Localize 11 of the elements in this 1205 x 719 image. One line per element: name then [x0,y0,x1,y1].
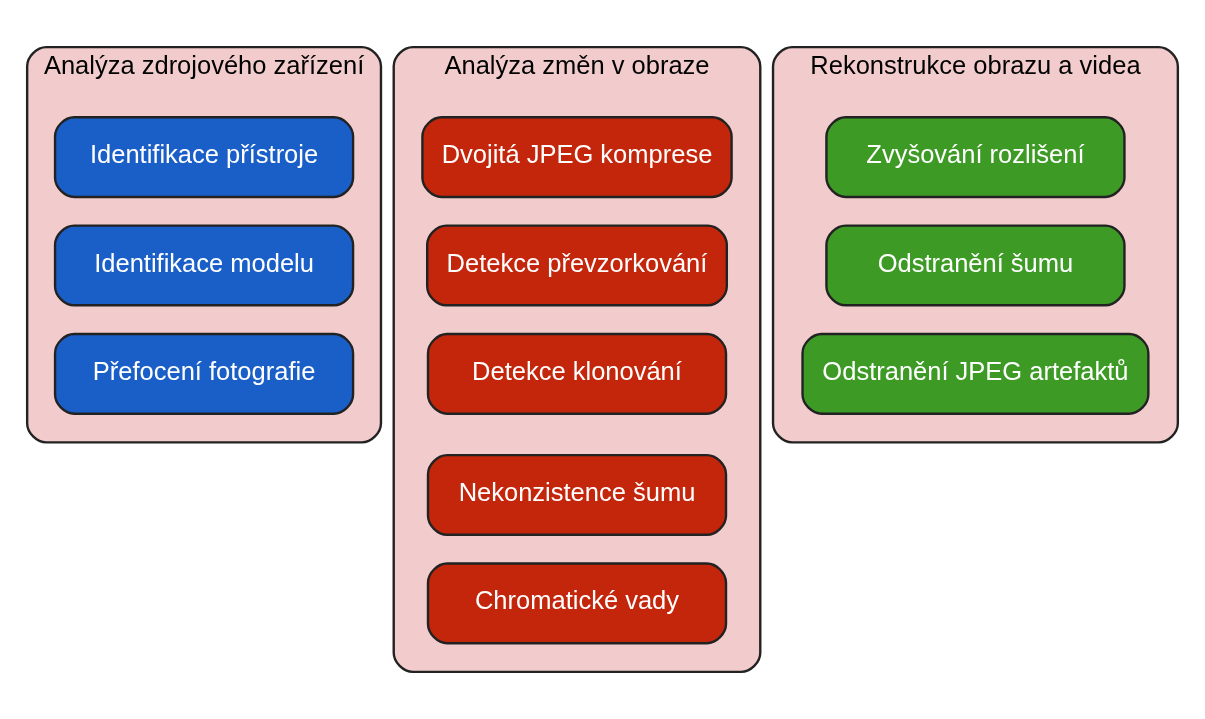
node-box: Zvyšování rozlišení [825,116,1126,199]
node-box: Chromatické vady [426,562,728,645]
node-box: Identifikace přístroje [53,116,355,199]
node-box: Detekce klonování [426,332,728,415]
node-box: Nekonzistence šumu [426,453,728,536]
node-box: Odstranění šumu [825,224,1126,307]
node-box: Detekce převzorkování [426,224,728,307]
node-box: Identifikace modelu [53,224,355,307]
node-box: Odstranění JPEG artefaktů [801,332,1150,415]
node-box: Přefocení fotografie [53,332,355,415]
node-box: Dvojitá JPEG komprese [421,116,733,199]
